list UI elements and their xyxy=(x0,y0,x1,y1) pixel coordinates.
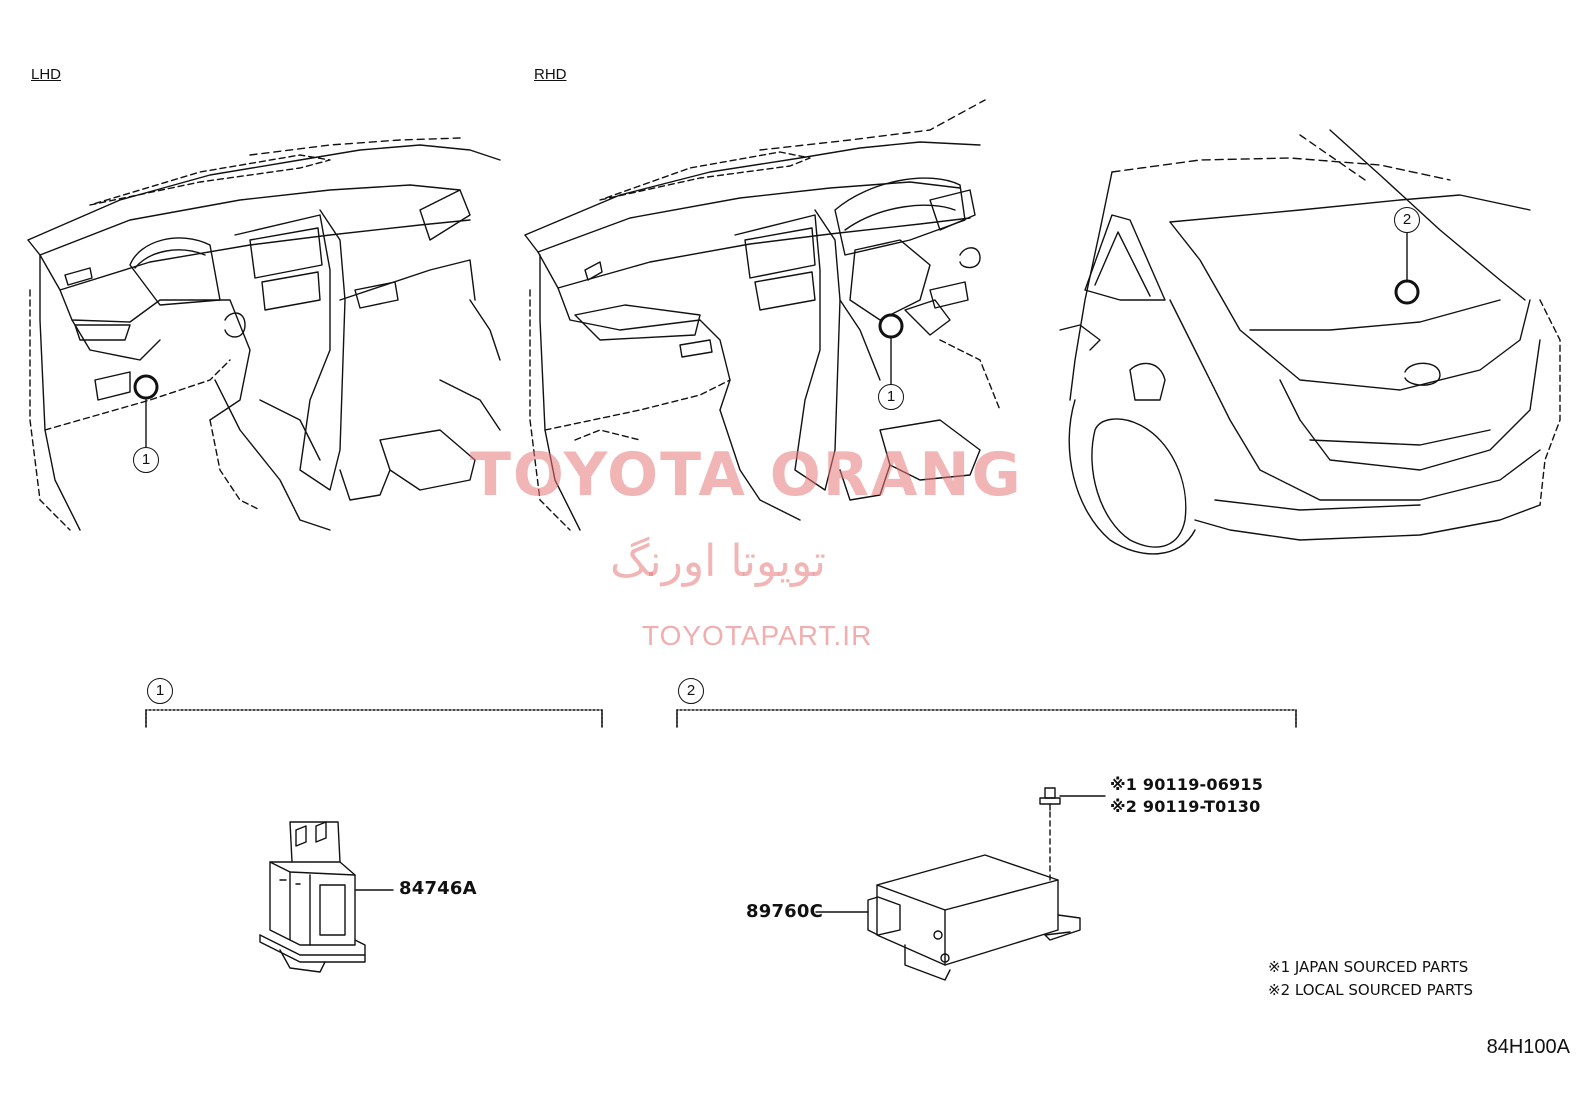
part-number-switch[interactable]: 84746A xyxy=(399,878,477,899)
lhd-dashboard-drawing xyxy=(27,137,501,531)
callout-1-group[interactable]: 1 xyxy=(147,678,173,704)
location-marker-lhd xyxy=(133,374,159,400)
lhd-view-label: LHD xyxy=(31,66,62,83)
part-number-computer[interactable]: 89760C xyxy=(746,901,824,922)
watermark-persian: تویوتا اورنگ xyxy=(610,536,826,587)
callout-2-rear[interactable]: 2 xyxy=(1394,207,1420,233)
part-number-bolt-japan[interactable]: ※1 90119-06915 xyxy=(1110,775,1264,794)
computer-drawing xyxy=(815,787,1106,981)
note-local-sourced: ※2 LOCAL SOURCED PARTS xyxy=(1268,981,1473,999)
rear-car-drawing xyxy=(1059,129,1561,555)
part-number-bolt-local[interactable]: ※2 90119-T0130 xyxy=(1110,797,1261,816)
callout-1-rhd[interactable]: 1 xyxy=(878,384,904,410)
rhd-dashboard-drawing xyxy=(524,99,1001,531)
illustration-code: 84H100A xyxy=(1486,1036,1570,1058)
location-marker-rhd xyxy=(878,313,904,339)
callout-1-lhd[interactable]: 1 xyxy=(133,447,159,473)
watermark-brand: TOYOTA ORANG xyxy=(470,440,1023,510)
location-marker-rear xyxy=(1394,279,1420,305)
rhd-view-label: RHD xyxy=(534,66,567,83)
switch-drawing xyxy=(259,821,394,973)
note-japan-sourced: ※1 JAPAN SOURCED PARTS xyxy=(1268,958,1469,976)
callout-2-group[interactable]: 2 xyxy=(678,678,704,704)
watermark-site: TOYOTAPART.IR xyxy=(642,620,873,651)
